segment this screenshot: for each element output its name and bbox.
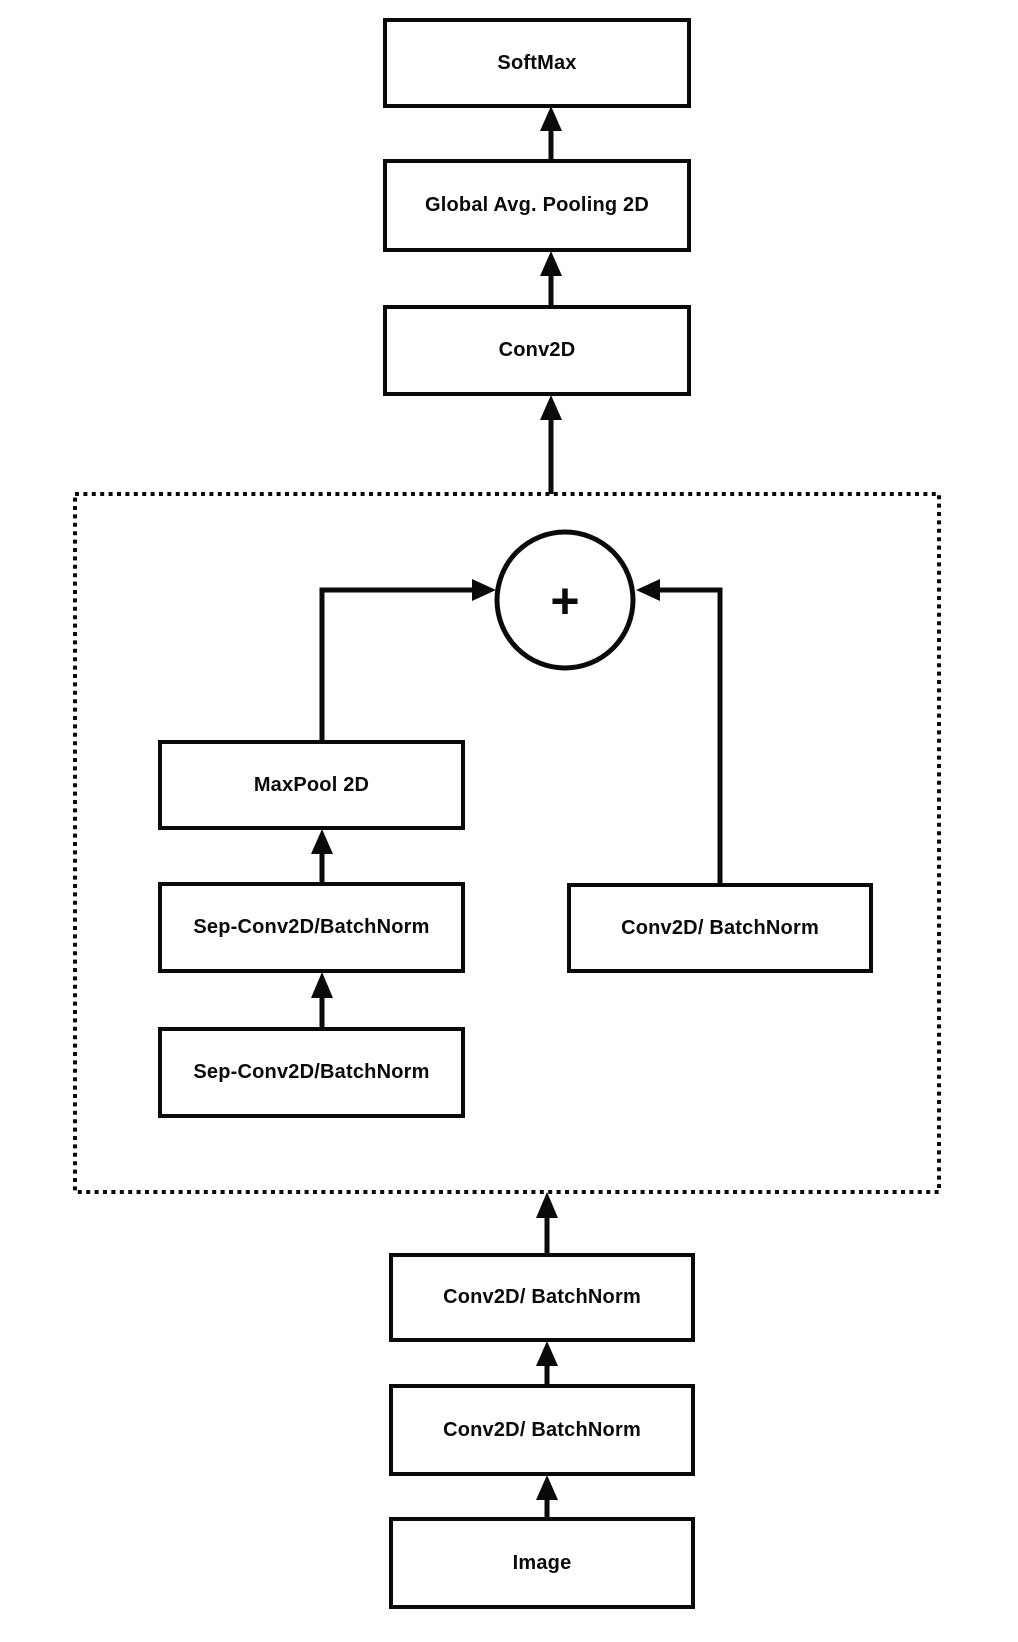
node-conv2d: Conv2D [383,305,691,396]
node-softmax: SoftMax [383,18,691,108]
node-image-input: Image [389,1517,695,1609]
arrow-sepconv-lower-to-sepconv-upper [311,972,333,1027]
node-maxpool-2d: MaxPool 2D [158,740,465,830]
node-conv2d-batchnorm-branch: Conv2D/ BatchNorm [567,883,873,973]
arrow-convbn-branch-to-add [636,579,723,883]
arrow-block-to-conv2d [540,395,562,494]
arrow-conv2d-to-gap [540,251,562,305]
arrow-sepconv-upper-to-maxpool [311,829,333,882]
node-global-avg-pooling: Global Avg. Pooling 2D [383,159,691,252]
node-conv2d-batchnorm-stem2: Conv2D/ BatchNorm [389,1253,695,1342]
arrow-gap-to-softmax [540,106,562,160]
arrow-stem2-to-block [536,1192,558,1253]
residual-block-dotted-border [73,492,941,1194]
add-operator-plus-label: + [550,573,580,629]
node-conv2d-batchnorm-stem1: Conv2D/ BatchNorm [389,1384,695,1476]
arrow-maxpool-to-add [319,579,496,740]
node-sep-conv2d-batchnorm-upper: Sep-Conv2D/BatchNorm [158,882,465,973]
arrow-stem1-to-stem2 [536,1341,558,1384]
node-sep-conv2d-batchnorm-lower: Sep-Conv2D/BatchNorm [158,1027,465,1118]
add-operator-circle [494,529,636,671]
arrow-image-to-stem1 [536,1475,558,1517]
